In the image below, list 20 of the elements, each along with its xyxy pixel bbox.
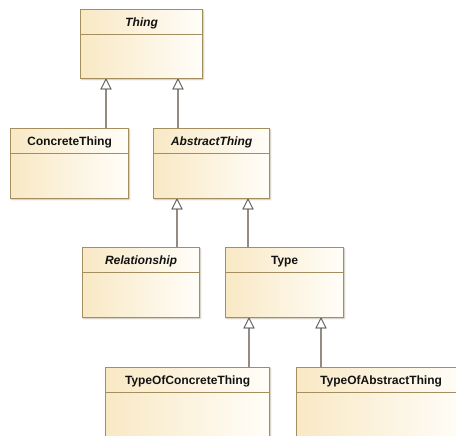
generalization-arrow [172, 78, 184, 128]
class-box [153, 128, 270, 199]
class-name: Thing [125, 15, 158, 29]
class-name: AbstractThing [170, 134, 252, 148]
class-name: TypeOfAbstractThing [320, 373, 442, 387]
class-box [80, 9, 203, 79]
class-name: TypeOfConcreteThing [124, 373, 250, 387]
generalization-arrow [242, 198, 254, 247]
class-name: Type [270, 253, 298, 267]
class-box [10, 128, 129, 199]
class-box [225, 247, 344, 318]
class-name: Relationship [104, 253, 177, 267]
generalization-arrow [100, 78, 112, 128]
class-box [296, 367, 456, 436]
generalization-arrow [244, 318, 254, 367]
class-box [82, 247, 200, 318]
class-name: ConcreteThing [27, 134, 112, 148]
class-box [105, 367, 270, 436]
generalization-arrow [172, 198, 182, 247]
generalization-arrow [316, 318, 326, 367]
